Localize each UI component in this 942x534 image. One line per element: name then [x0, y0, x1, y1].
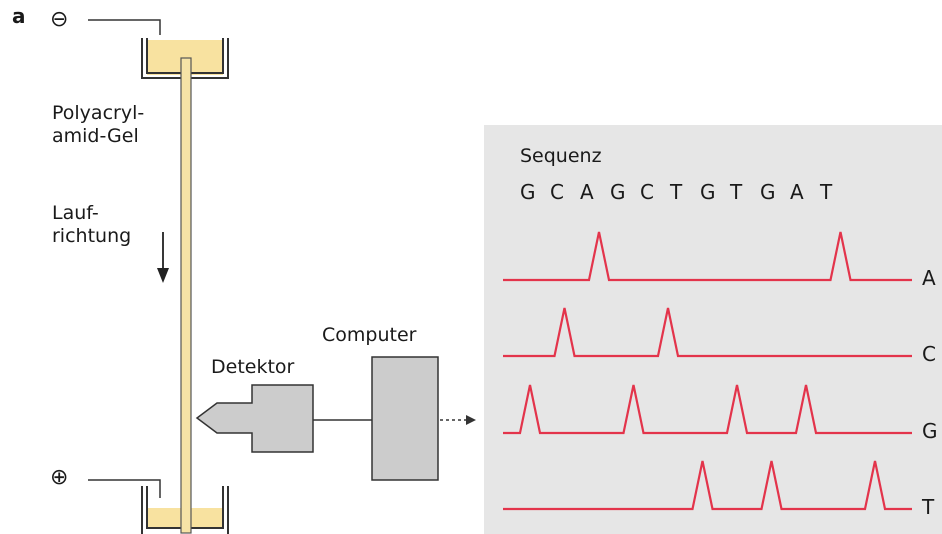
lane-label-A: A [922, 266, 936, 290]
computer-label: Computer [322, 324, 417, 346]
sequence-base: G [520, 180, 536, 204]
sequence-base: T [820, 180, 833, 204]
trace-G [503, 384, 912, 435]
trace-A [503, 231, 912, 282]
computer-box [371, 356, 439, 481]
sequence-base: C [550, 180, 564, 204]
lane-label-T: T [922, 495, 935, 519]
cathode-wire [88, 19, 161, 35]
trace-group [503, 231, 912, 511]
trace-T [503, 460, 912, 511]
trace-C [503, 307, 912, 358]
sequence-base: C [640, 180, 654, 204]
anode-wire [88, 479, 161, 498]
minus-electrode: ⊖ [50, 7, 69, 32]
detector-label: Detektor [211, 356, 295, 378]
sequence-base: G [610, 180, 626, 204]
lane-label-G: G [922, 419, 938, 443]
sequence-base: G [700, 180, 716, 204]
sequence-title: Sequenz [520, 145, 602, 167]
sequence-base: A [790, 180, 804, 204]
panel-letter: a [12, 4, 26, 28]
sequence-base: T [670, 180, 683, 204]
sequence-base: T [730, 180, 743, 204]
direction-arrow-head [157, 268, 169, 283]
lane-label-C: C [922, 342, 936, 366]
direction-label: Lauf- richtung [52, 202, 132, 247]
output-arrow-head [466, 415, 476, 425]
plus-electrode: ⊕ [50, 465, 69, 490]
gel-label: Polyacryl- amid-Gel [52, 102, 145, 147]
detector-body [195, 384, 314, 453]
sequence-base: A [580, 180, 594, 204]
gel-column [180, 57, 192, 534]
sequence-base: G [760, 180, 776, 204]
